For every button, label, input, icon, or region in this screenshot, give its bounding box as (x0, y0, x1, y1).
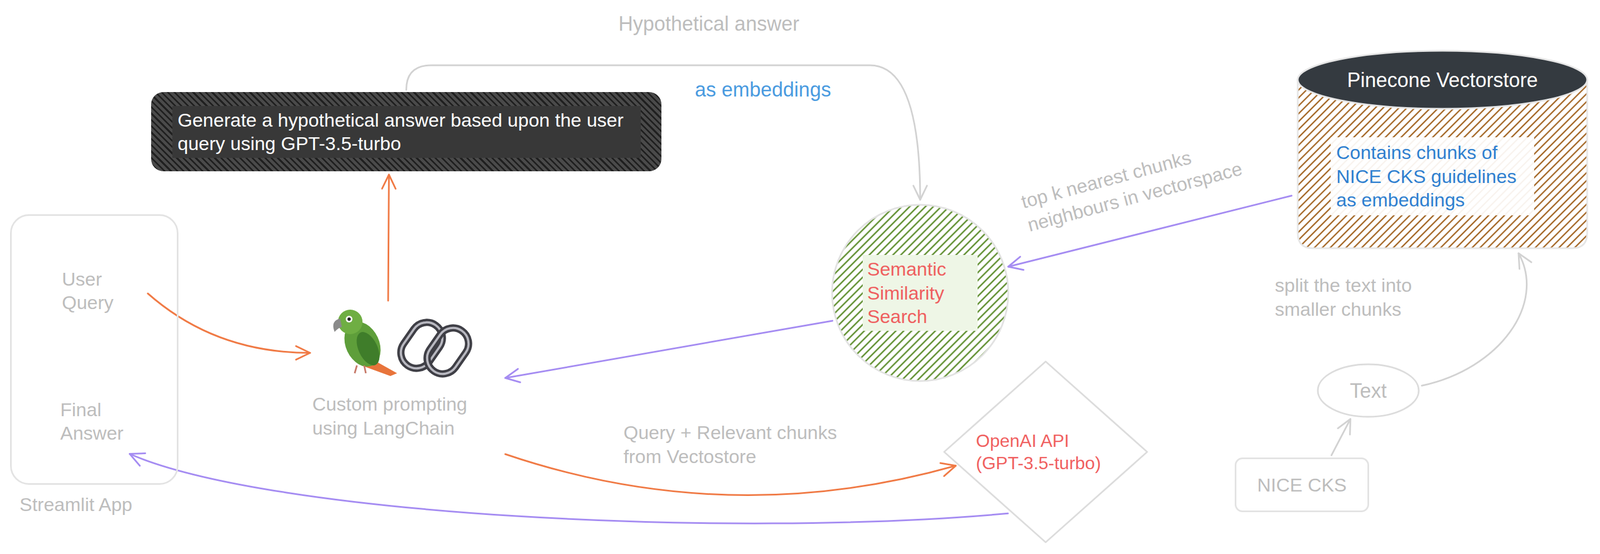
node-text: NICE CKS (1257, 472, 1347, 497)
database-title: Pinecone Vectorstore (1296, 49, 1589, 111)
parrot-head (337, 309, 363, 335)
node-text: User Query (61, 267, 135, 315)
parrot-eye (345, 315, 353, 323)
chain-link (394, 316, 449, 375)
node-text: Generate a hypothetical answer based upo… (172, 105, 641, 158)
decision-diamond: OpenAI API (GPT-3.5-turbo) (942, 359, 1149, 544)
parrot-beak (333, 318, 342, 332)
process-box: Generate a hypothetical answer based upo… (151, 92, 662, 172)
frame-title: Streamlit App (19, 492, 133, 517)
arrowhead (940, 462, 956, 476)
source-box: NICE CKS (1234, 457, 1370, 512)
langchain-icon: Custom prompting using LangChain (312, 303, 502, 452)
connector-line (388, 174, 389, 301)
decision-diamond-shape (942, 359, 1149, 544)
text-node: User Query (61, 262, 146, 319)
arrowhead (129, 453, 146, 466)
text-node: Final Answer (60, 393, 153, 450)
arrowhead (1337, 418, 1351, 435)
database-body: Contains chunks of NICE CKS guidelines a… (1330, 137, 1535, 216)
arrowhead (382, 174, 396, 189)
node-text: Custom prompting using LangChain (312, 392, 502, 440)
edge-label: split the text into smaller chunks (1271, 272, 1471, 322)
parrot-pupil (347, 317, 351, 321)
database-cylinder: Pinecone VectorstoreContains chunks of N… (1296, 49, 1589, 250)
connector-line (1331, 418, 1351, 456)
text-ellipse: Text (1316, 362, 1421, 419)
connector (147, 293, 311, 360)
node-text: Text (1349, 378, 1387, 404)
connector (382, 174, 396, 301)
parrot-feet (354, 365, 366, 374)
connector-line (147, 293, 311, 354)
chain-link (421, 321, 475, 380)
node-text: Final Answer (60, 397, 144, 446)
edge-label: Hypothetical answer (615, 10, 803, 38)
connector (1331, 418, 1351, 456)
ellipse-outline (1317, 364, 1419, 417)
connector (505, 320, 833, 383)
node-text: OpenAI API (GPT-3.5-turbo) (975, 429, 1116, 475)
arrowhead (505, 368, 521, 383)
edge-label: Query + Relevant chunks from Vectostore (620, 419, 867, 470)
arrowhead (1008, 256, 1024, 270)
arrowhead (1518, 253, 1532, 269)
parrot-wing (351, 328, 385, 369)
circle-outline (832, 204, 1009, 381)
arrowhead (296, 345, 311, 360)
chain-link-shine (394, 316, 449, 375)
edge-label: top k nearest chunks neighbours in vecto… (1014, 125, 1272, 239)
connector-line (505, 320, 833, 379)
chain-link-shine (421, 321, 475, 380)
connector (129, 453, 1009, 524)
annotation-label: as embeddings (691, 75, 835, 104)
diamond-outline (944, 361, 1148, 543)
connector-line (129, 453, 1009, 524)
process-circle: Semantic Similarity Search (830, 202, 1010, 383)
node-text: Semantic Similarity Search (862, 254, 978, 331)
arrowhead (913, 185, 927, 200)
app-frame: Streamlit AppUser QueryFinal Answer (10, 214, 179, 485)
